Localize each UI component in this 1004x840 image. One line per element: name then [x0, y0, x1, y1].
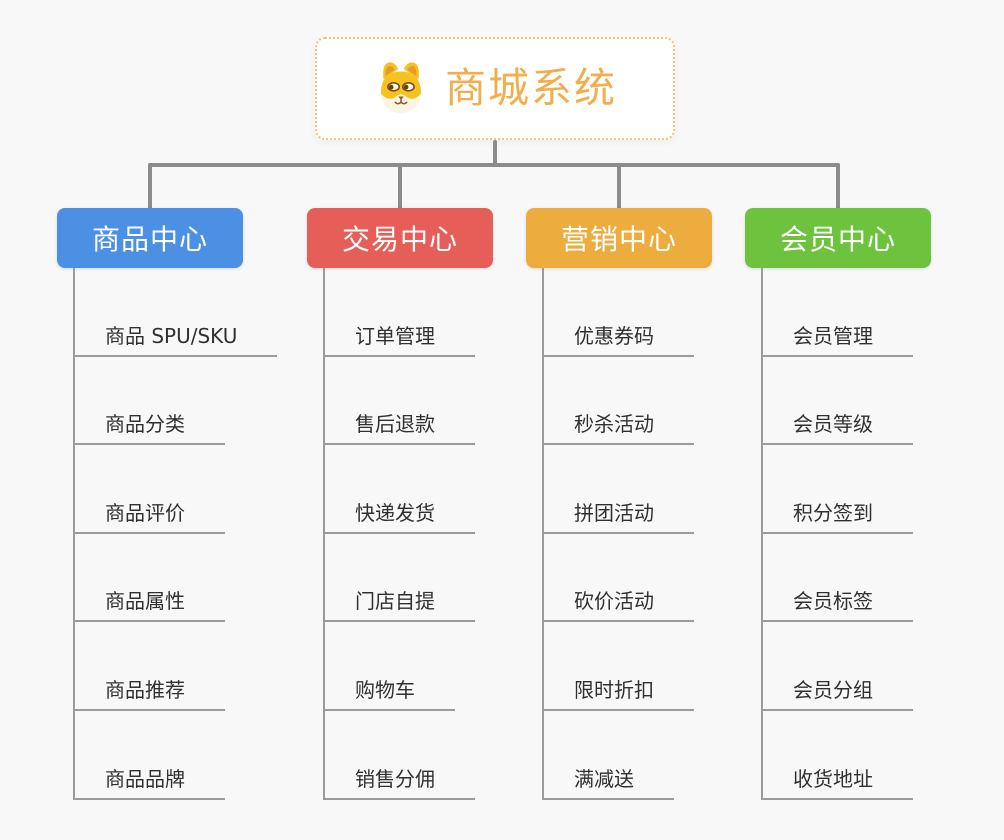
child-node-label: 门店自提: [355, 589, 435, 614]
child-node[interactable]: 快递发货: [325, 445, 475, 534]
child-node[interactable]: 门店自提: [325, 534, 475, 623]
child-node-label: 砍价活动: [574, 589, 654, 614]
connector-hbar: [148, 163, 840, 167]
child-node[interactable]: 商品品牌: [75, 711, 225, 800]
child-node[interactable]: 商品 SPU/SKU: [75, 268, 278, 357]
child-node-label: 商品推荐: [105, 677, 185, 702]
branch-children: 会员管理 会员等级 积分签到 会员标签 会员分组 收货地址: [761, 268, 975, 800]
branch-children: 订单管理 售后退款 快递发货 门店自提 购物车 销售分佣: [323, 268, 537, 800]
connector-drop-1: [148, 163, 152, 210]
child-node-label: 售后退款: [355, 412, 435, 437]
branch-2: 交易中心 订单管理 售后退款 快递发货 门店自提 购物车 销售分佣: [307, 208, 537, 800]
root-title: 商城系统: [445, 64, 617, 112]
child-node[interactable]: 会员标签: [763, 534, 913, 623]
child-node-label: 商品评价: [105, 500, 185, 525]
child-node-label: 购物车: [355, 677, 415, 702]
child-node[interactable]: 售后退款: [325, 357, 475, 446]
child-node[interactable]: 优惠券码: [544, 268, 694, 357]
child-node-label: 会员等级: [793, 412, 873, 437]
child-node[interactable]: 积分签到: [763, 445, 913, 534]
root-node[interactable]: 商城系统: [315, 37, 675, 140]
child-node[interactable]: 会员管理: [763, 268, 913, 357]
child-node[interactable]: 购物车: [325, 622, 455, 711]
child-node[interactable]: 商品评价: [75, 445, 225, 534]
child-node-label: 会员标签: [793, 589, 873, 614]
child-node-label: 秒杀活动: [574, 412, 654, 437]
branch-header[interactable]: 会员中心: [745, 208, 931, 268]
connector-drop-2: [398, 163, 402, 210]
child-node[interactable]: 商品属性: [75, 534, 225, 623]
branch-3: 营销中心 优惠券码 秒杀活动 拼团活动 砍价活动 限时折扣 满减送: [526, 208, 756, 800]
child-node-label: 优惠券码: [574, 323, 654, 348]
branch-header[interactable]: 营销中心: [526, 208, 712, 268]
child-node[interactable]: 收货地址: [763, 711, 913, 800]
child-node-label: 会员管理: [793, 323, 873, 348]
child-node[interactable]: 会员分组: [763, 622, 913, 711]
child-node[interactable]: 秒杀活动: [544, 357, 694, 446]
connector-drop-3: [617, 163, 621, 210]
child-node-label: 拼团活动: [574, 500, 654, 525]
child-node-label: 会员分组: [793, 677, 873, 702]
branch-header[interactable]: 交易中心: [307, 208, 493, 268]
child-node-label: 满减送: [574, 766, 634, 791]
child-node[interactable]: 订单管理: [325, 268, 475, 357]
child-node-label: 商品分类: [105, 412, 185, 437]
child-node-label: 商品品牌: [105, 766, 185, 791]
child-node[interactable]: 拼团活动: [544, 445, 694, 534]
branch-children: 优惠券码 秒杀活动 拼团活动 砍价活动 限时折扣 满减送: [542, 268, 756, 800]
child-node-label: 订单管理: [355, 323, 435, 348]
dog-face-icon: [380, 61, 422, 113]
child-node[interactable]: 商品推荐: [75, 622, 225, 711]
child-node[interactable]: 限时折扣: [544, 622, 694, 711]
child-node-label: 商品属性: [105, 589, 185, 614]
branch-children: 商品 SPU/SKU 商品分类 商品评价 商品属性 商品推荐 商品品牌: [73, 268, 287, 800]
branch-1: 商品中心 商品 SPU/SKU 商品分类 商品评价 商品属性 商品推荐 商品品牌: [57, 208, 287, 800]
branch-4: 会员中心 会员管理 会员等级 积分签到 会员标签 会员分组 收货地址: [745, 208, 975, 800]
child-node-label: 积分签到: [793, 500, 873, 525]
child-node-label: 销售分佣: [355, 766, 435, 791]
child-node-label: 收货地址: [793, 766, 873, 791]
connector-drop-4: [836, 163, 840, 210]
child-node-label: 快递发货: [355, 500, 435, 525]
branch-header[interactable]: 商品中心: [57, 208, 243, 268]
child-node[interactable]: 砍价活动: [544, 534, 694, 623]
child-node[interactable]: 满减送: [544, 711, 674, 800]
child-node-label: 商品 SPU/SKU: [105, 323, 238, 348]
child-node[interactable]: 销售分佣: [325, 711, 475, 800]
connector-root-stub: [493, 140, 497, 167]
child-node[interactable]: 会员等级: [763, 357, 913, 446]
child-node[interactable]: 商品分类: [75, 357, 225, 446]
child-node-label: 限时折扣: [574, 677, 654, 702]
